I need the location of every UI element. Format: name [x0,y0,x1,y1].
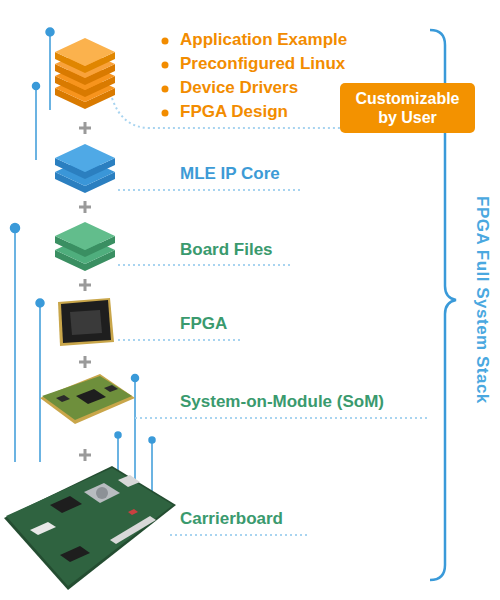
som-board [40,374,135,424]
pin-dot [11,224,20,233]
plus-sign [79,279,91,291]
bullet-dot [162,110,169,117]
layer-name: Carrierboard [180,509,283,529]
bullet-item: Application Example [180,30,347,50]
board-connector [118,475,140,487]
green-layer-stack [55,222,115,271]
bullet-item: Device Drivers [180,78,298,98]
blue-layer-stack [55,144,115,193]
pin-line [39,303,41,462]
board-chip [56,395,70,402]
layer-name: FPGA [180,314,227,334]
dotted-leader [112,98,340,128]
dotted-leader [118,189,300,191]
plus-sign [79,449,91,461]
pin-dot [149,437,155,443]
dotted-leader [135,417,430,419]
chip-pins [58,298,114,346]
dotted-leader [118,339,240,341]
dotted-leader [170,534,310,536]
pin-line [14,228,16,462]
board-fan [84,483,120,503]
pin-dot [46,28,54,36]
orange-layer-stack [55,38,115,109]
pin-dot [132,375,139,382]
bullet-item: Preconfigured Linux [180,54,345,74]
layer-name: Board Files [180,240,273,260]
callout-box: Customizable by User [340,83,475,133]
board-header [110,516,156,544]
pin-line [49,32,51,110]
board-chip [60,546,90,562]
dotted-leaders [112,98,430,535]
fpga-chip [58,298,114,346]
board-top [6,468,173,586]
board-led [128,509,138,515]
plus-sign [79,122,91,134]
layer-name: MLE IP Core [180,164,280,184]
bullet-dot [162,62,169,69]
dotted-leader [118,264,290,266]
stack-title: FPGA Full System Stack [472,196,492,404]
board-chip [104,385,118,392]
board-slot [50,496,82,513]
pin-line [35,86,37,160]
carrier-board [4,466,176,590]
board-body [4,466,176,590]
bullet-dot [162,86,169,93]
plus-sign [79,356,91,368]
chip-body [61,300,111,343]
chip-die [70,310,102,335]
bullet-dots [162,38,169,117]
bullet-dot [162,38,169,45]
board-body [42,376,132,420]
pin-dot [33,83,40,90]
board-fan-hub [96,487,108,499]
layer-name: System-on-Module (SoM) [180,392,384,412]
pin-lines [11,28,156,505]
pin-dot [36,299,44,307]
board-edge [40,374,135,424]
pin-dot [115,432,121,438]
bullet-item: FPGA Design [180,102,288,122]
callout-text: Customizable by User [340,89,475,127]
plus-sign [79,201,91,213]
board-connector [30,522,56,535]
board-chip [76,389,106,404]
